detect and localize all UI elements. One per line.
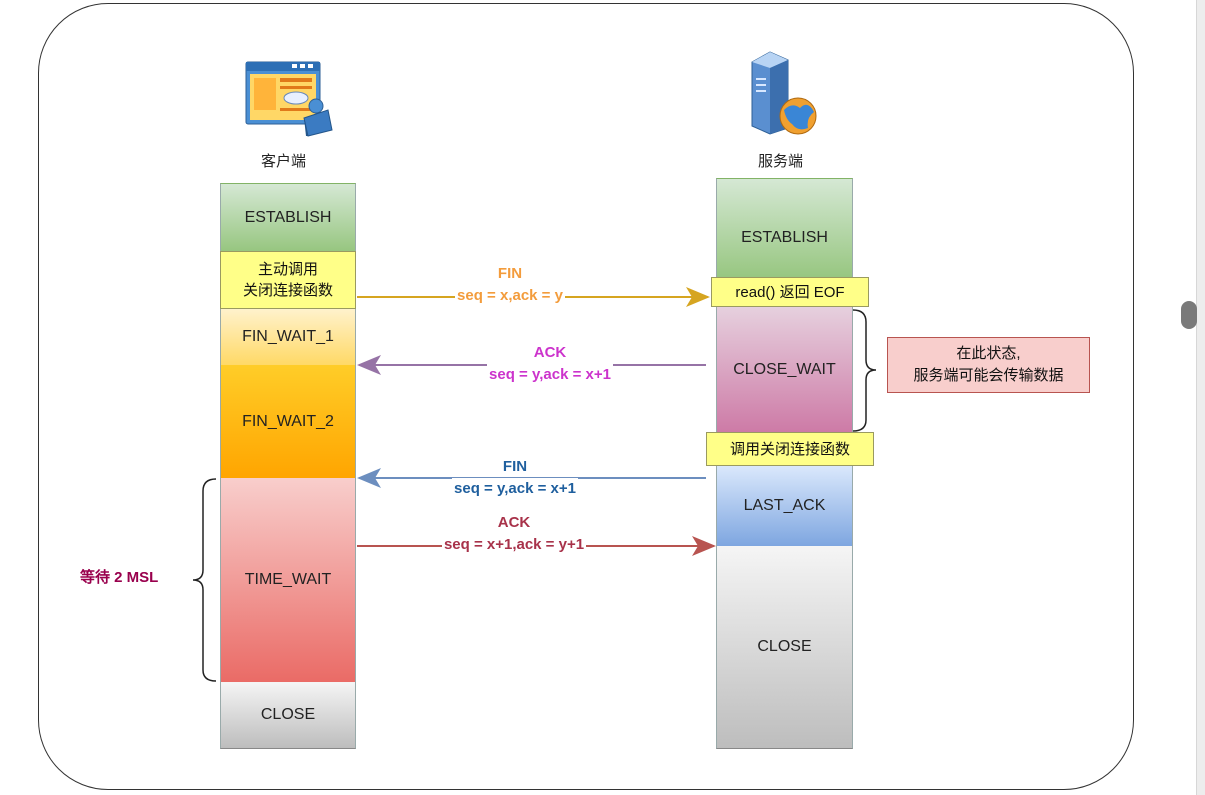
wait-2msl-label: 等待 2 MSL <box>80 569 159 586</box>
client-state-time-wait: TIME_WAIT <box>220 478 356 682</box>
server-close-call-note: 调用关闭连接函数 <box>706 432 874 466</box>
server-state-close: CLOSE <box>716 546 853 749</box>
server-state-close-wait: CLOSE_WAIT <box>716 307 853 433</box>
diagram-frame <box>38 3 1134 790</box>
window-edge <box>1196 0 1205 795</box>
scrollbar-thumb[interactable] <box>1181 301 1197 329</box>
server-state-establish: ESTABLISH <box>716 178 853 278</box>
server-label: 服务端 <box>758 153 804 170</box>
client-label: 客户端 <box>261 153 307 170</box>
server-icon <box>751 51 817 135</box>
server-eof-note: read() 返回 EOF <box>711 277 869 307</box>
time-wait-brace <box>192 478 217 682</box>
server-side-note: 在此状态, 服务端可能会传输数据 <box>887 337 1090 393</box>
message-ack-1: ACK seq = y,ack = x+1 <box>450 342 650 386</box>
client-computer-icon <box>245 61 333 137</box>
client-state-close: CLOSE <box>220 682 356 749</box>
client-state-fin-wait-2: FIN_WAIT_2 <box>220 365 356 478</box>
client-close-call-note: 主动调用 关闭连接函数 <box>220 251 356 309</box>
message-ack-2: ACK seq = x+1,ack = y+1 <box>404 512 624 556</box>
server-state-last-ack: LAST_ACK <box>716 466 853 546</box>
client-state-establish: ESTABLISH <box>220 183 356 251</box>
message-fin-1: FIN seq = x,ack = y <box>420 263 600 307</box>
message-fin-2: FIN seq = y,ack = x+1 <box>415 456 615 500</box>
client-state-fin-wait-1: FIN_WAIT_1 <box>220 309 356 365</box>
close-wait-brace <box>852 309 877 432</box>
